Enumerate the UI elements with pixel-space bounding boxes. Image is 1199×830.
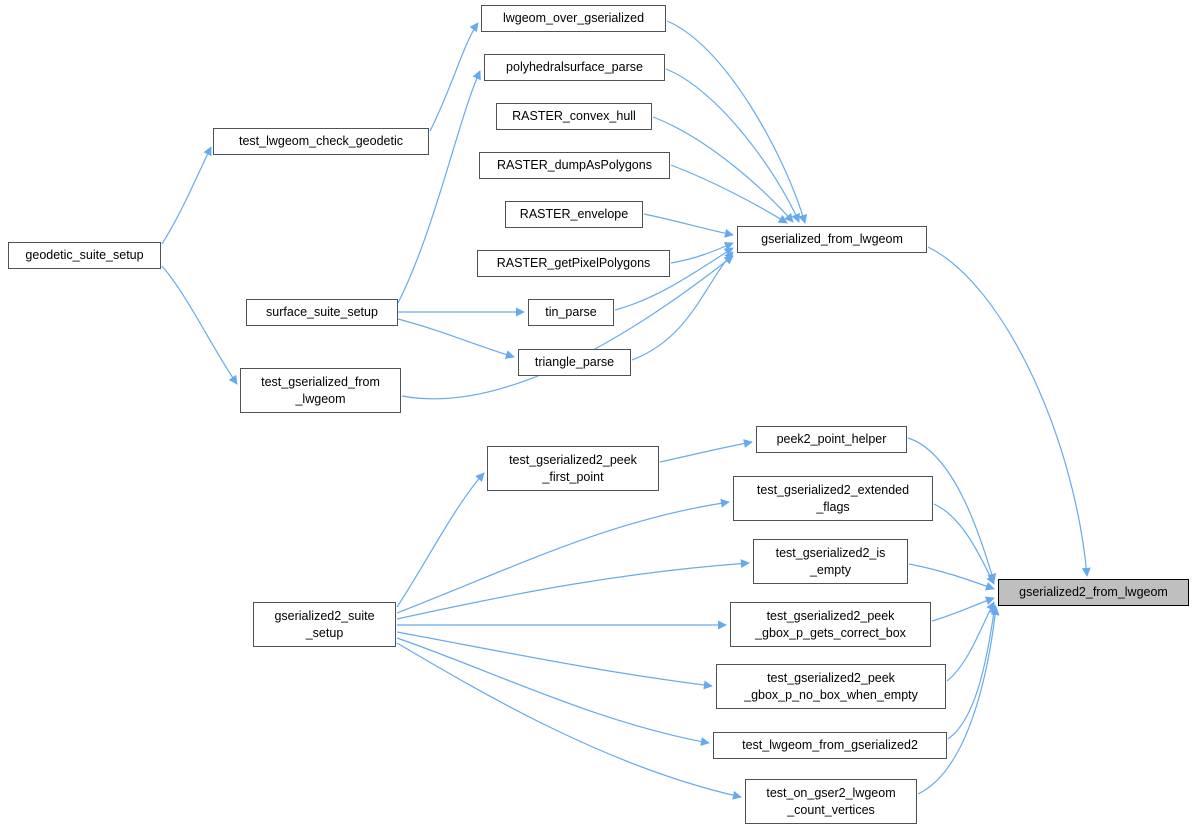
node-peek2_point_helper[interactable]: peek2_point_helper xyxy=(756,426,907,453)
edge-geodetic_suite_setup-test_lwgeom_check_geodetic xyxy=(161,146,212,245)
edge-gserialized2_suite_setup-test_gserialized2_extended_flags xyxy=(396,498,730,614)
edge-test_gserialized2_peek_first_point-peek2_point_helper xyxy=(659,439,753,463)
node-lwgeom_over_gserialized[interactable]: lwgeom_over_gserialized xyxy=(481,5,666,32)
node-RASTER_getPixelPolygons[interactable]: RASTER_getPixelPolygons xyxy=(477,250,670,277)
edge-geodetic_suite_setup-test_gserialized_from_lwgeom xyxy=(161,265,238,385)
edge-gserialized2_suite_setup-test_gserialized2_is_empty xyxy=(396,559,750,620)
edge-test_gserialized2_peek_gbox_p_no_box_when_empty-gserialized2_from_lwgeom xyxy=(946,601,995,682)
edge-gserialized2_suite_setup-test_on_gser2_lwgeom_count_vertices xyxy=(396,642,742,800)
edge-polyhedralsurface_parse-gserialized_from_lwgeom xyxy=(665,68,800,223)
node-test_gserialized2_extended_flags[interactable]: test_gserialized2_extended _flags xyxy=(733,476,933,521)
edge-gserialized2_suite_setup-test_lwgeom_from_gserialized2 xyxy=(396,637,710,746)
node-tin_parse[interactable]: tin_parse xyxy=(528,299,614,326)
edge-surface_suite_setup-polyhedralsurface_parse xyxy=(397,70,481,304)
node-RASTER_convex_hull[interactable]: RASTER_convex_hull xyxy=(496,103,652,130)
node-RASTER_dumpAsPolygons[interactable]: RASTER_dumpAsPolygons xyxy=(479,152,670,179)
node-gserialized2_from_lwgeom[interactable]: gserialized2_from_lwgeom xyxy=(998,579,1189,606)
edge-test_gserialized2_peek_gbox_p_gets_correct_box-gserialized2_from_lwgeom xyxy=(931,596,995,622)
node-test_on_gser2_lwgeom_count_vertices[interactable]: test_on_gser2_lwgeom _count_vertices xyxy=(745,779,917,824)
node-gserialized2_suite_setup[interactable]: gserialized2_suite _setup xyxy=(253,602,396,647)
edge-test_gserialized2_extended_flags-gserialized2_from_lwgeom xyxy=(933,503,995,585)
edge-test_lwgeom_check_geodetic-lwgeom_over_gserialized xyxy=(429,22,479,132)
edge-test_gserialized_from_lwgeom-gserialized_from_lwgeom xyxy=(401,255,734,400)
edge-RASTER_dumpAsPolygons-gserialized_from_lwgeom xyxy=(670,164,788,224)
node-test_gserialized_from_lwgeom[interactable]: test_gserialized_from _lwgeom xyxy=(240,368,401,413)
node-gserialized_from_lwgeom[interactable]: gserialized_from_lwgeom xyxy=(737,226,927,253)
node-test_lwgeom_from_gserialized2[interactable]: test_lwgeom_from_gserialized2 xyxy=(713,732,947,759)
node-surface_suite_setup[interactable]: surface_suite_setup xyxy=(246,299,398,326)
node-geodetic_suite_setup[interactable]: geodetic_suite_setup xyxy=(8,242,161,269)
node-test_gserialized2_peek_gbox_p_no_box_when_empty[interactable]: test_gserialized2_peek _gbox_p_no_box_wh… xyxy=(716,664,946,709)
edge-test_lwgeom_from_gserialized2-gserialized2_from_lwgeom xyxy=(947,604,999,740)
node-test_gserialized2_peek_first_point[interactable]: test_gserialized2_peek _first_point xyxy=(487,446,659,491)
edge-gserialized_from_lwgeom-gserialized2_from_lwgeom xyxy=(927,246,1091,577)
edge-lwgeom_over_gserialized-gserialized_from_lwgeom xyxy=(666,20,808,224)
node-RASTER_envelope[interactable]: RASTER_envelope xyxy=(505,201,643,228)
edge-gserialized2_suite_setup-test_gserialized2_peek_gbox_p_no_box_when_empty xyxy=(396,631,713,690)
edge-RASTER_convex_hull-gserialized_from_lwgeom xyxy=(652,116,794,223)
node-test_gserialized2_is_empty[interactable]: test_gserialized2_is _empty xyxy=(753,539,908,584)
node-polyhedralsurface_parse[interactable]: polyhedralsurface_parse xyxy=(484,54,665,81)
edge-RASTER_getPixelPolygons-gserialized_from_lwgeom xyxy=(670,242,734,264)
edge-RASTER_envelope-gserialized_from_lwgeom xyxy=(643,213,734,238)
edge-test_gserialized2_is_empty-gserialized2_from_lwgeom xyxy=(908,563,995,591)
edge-gserialized2_suite_setup-test_gserialized2_peek_first_point xyxy=(396,472,485,608)
edge-surface_suite_setup-triangle_parse xyxy=(397,318,515,359)
node-test_gserialized2_peek_gbox_p_gets_correct_box[interactable]: test_gserialized2_peek _gbox_p_gets_corr… xyxy=(730,602,931,647)
node-triangle_parse[interactable]: triangle_parse xyxy=(518,349,631,376)
node-test_lwgeom_check_geodetic[interactable]: test_lwgeom_check_geodetic xyxy=(213,128,429,155)
